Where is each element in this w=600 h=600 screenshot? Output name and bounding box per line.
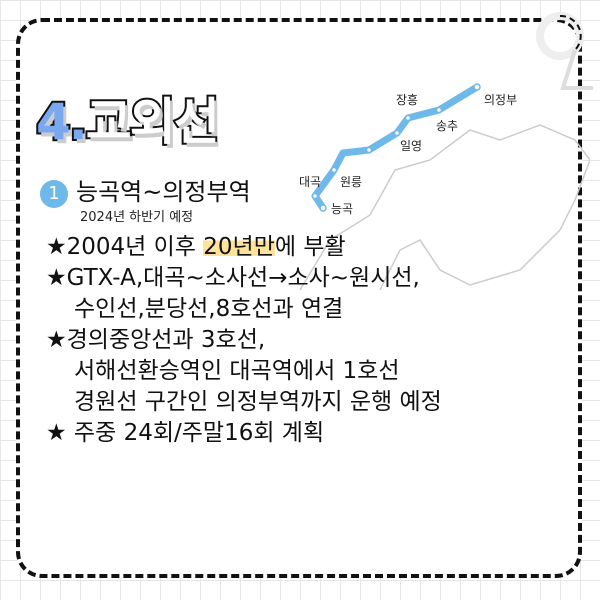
station-label: 일영 [400,139,422,153]
station-label: 송추 [436,119,458,133]
station-dot [365,146,373,154]
station-label: 의정부 [484,93,517,107]
station-dot [404,114,412,122]
station-dot [311,192,319,200]
station-dot [473,83,481,91]
bullet-item: ★GTX-A,대곡~소사선→소사~원시선, [46,263,442,294]
logo-icon [536,12,593,90]
bullet-text: 서해선환승역인 대곡역에서 1호선 [74,358,400,384]
schedule-text: 2024년 하반기 예정 [80,210,194,225]
section-badge: 1 [40,180,68,208]
title-name: 교외선 [84,91,222,153]
info-card [16,18,582,578]
highlighted-text: 20년만 [203,234,275,260]
bullet-list: ★2004년 이후 20년만에 부활 ★GTX-A,대곡~소사선→소사~원시선,… [46,232,442,449]
bullet-text: 에 부활 [274,234,346,260]
bullet-text: 2004년 이후 [66,234,204,260]
bullet-item: ★경의중앙선과 3호선, [46,325,442,356]
bullet-text: GTX-A,대곡~소사선→소사~원시선, [66,265,420,291]
star-icon: ★ [46,420,67,446]
star-icon: ★ [46,234,67,260]
bullet-text: 수인선,분당선,8호선과 연결 [74,296,344,322]
station-dot [393,129,401,137]
station-label: 장흥 [396,93,418,107]
station-dot [435,106,443,114]
station-dot [319,204,327,212]
route-map: 의정부 장흥 송추 일영 원릉 대곡 능곡 [299,83,590,290]
page-title: 4.교외선 [34,82,222,154]
station-label: 능곡 [331,202,353,216]
bullet-text: 주중 24회/주말16회 계획 [66,420,325,446]
station-label: 대곡 [299,175,321,189]
route-title: 능곡역~의정부역 [76,178,251,206]
star-icon: ★ [46,265,67,291]
station-label: 원릉 [340,175,362,189]
station-dot [330,166,338,174]
region-outline [299,124,590,290]
bullet-text: 경원선 구간인 의정부역까지 운행 예정 [74,389,442,415]
title-number: 4. [34,91,90,153]
bullet-text: 경의중앙선과 3호선, [66,327,266,353]
bullet-item: ★2004년 이후 20년만에 부활 [46,232,442,263]
star-icon: ★ [46,327,67,353]
bullet-item: ★ 주중 24회/주말16회 계획 [46,418,442,449]
